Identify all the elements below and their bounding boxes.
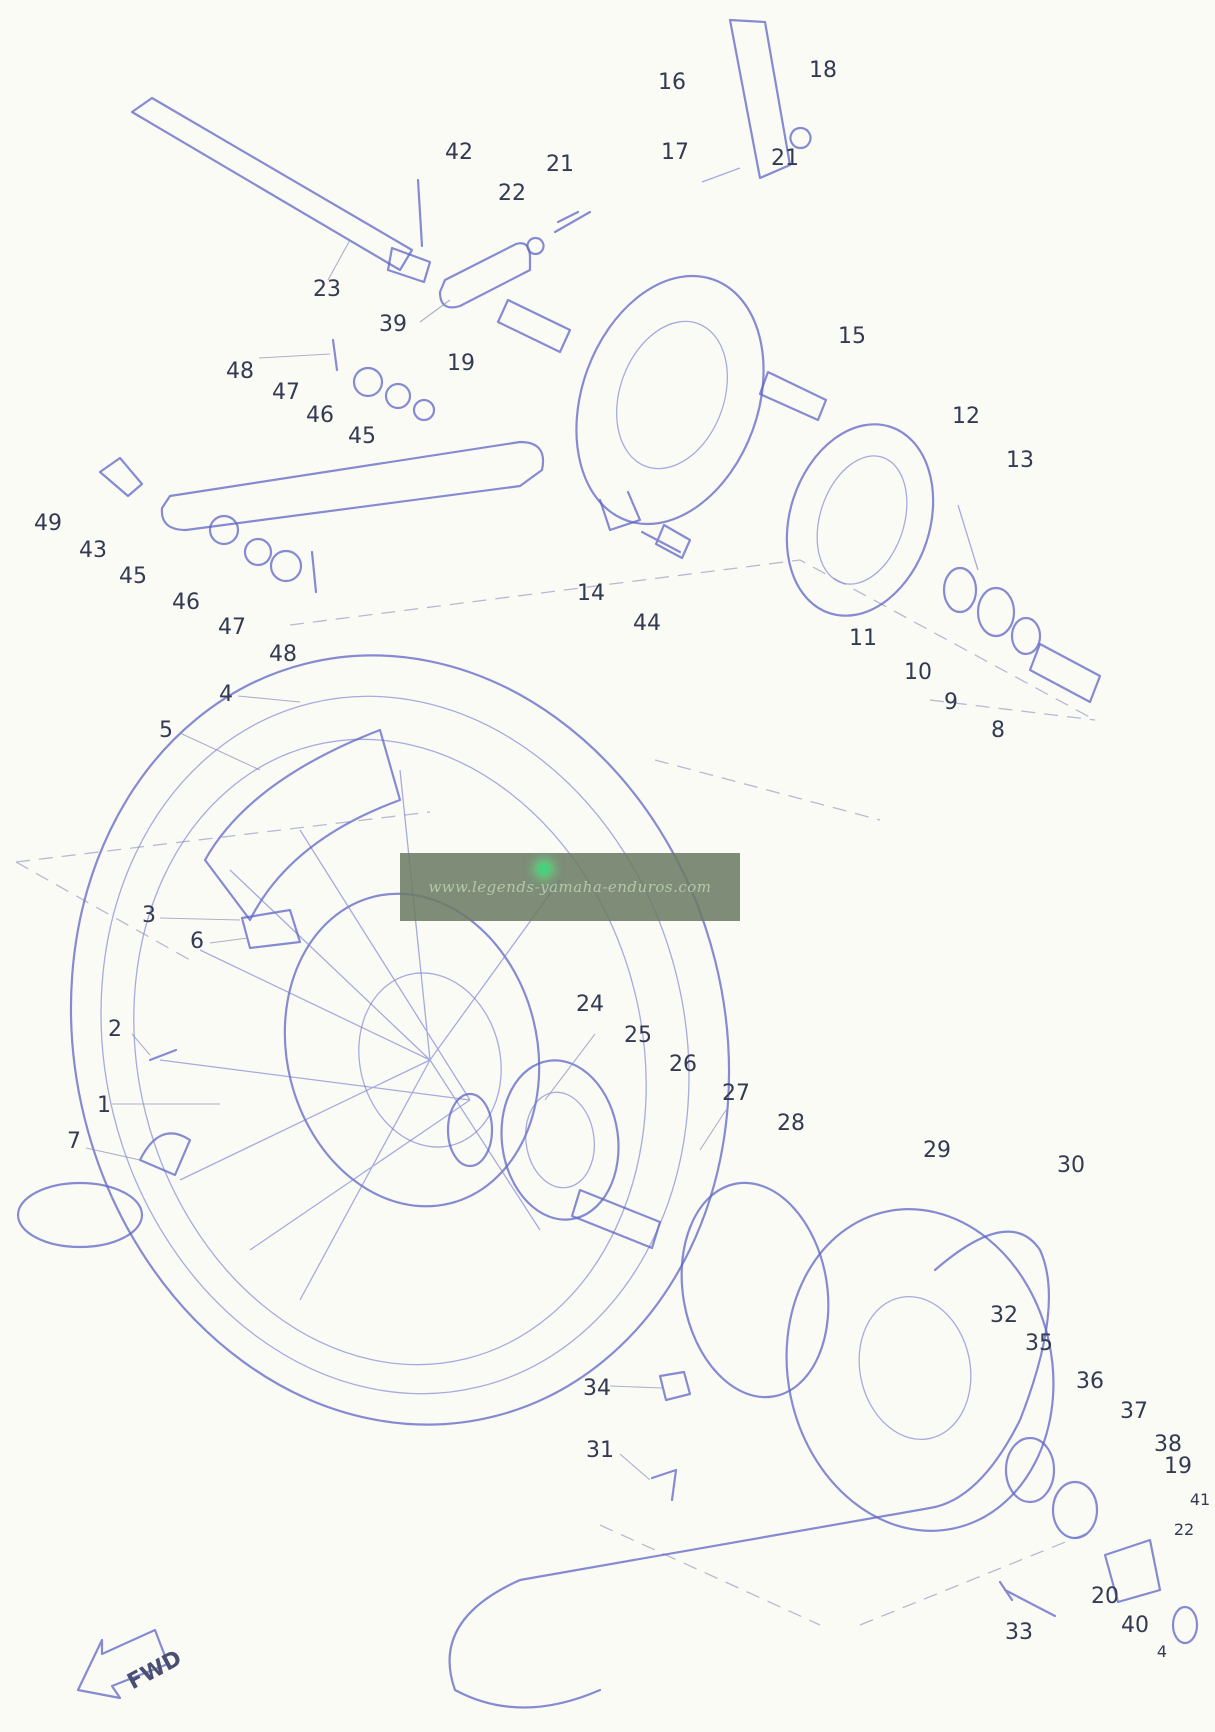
grease-nipple bbox=[98, 456, 144, 498]
callout-16: 16 bbox=[658, 70, 686, 95]
brake-cam bbox=[758, 370, 828, 422]
callout-33: 33 bbox=[1005, 1620, 1033, 1645]
callout-8: 8 bbox=[991, 718, 1005, 743]
chain-puller bbox=[1051, 1480, 1099, 1540]
callout-21-b: 21 bbox=[771, 146, 799, 171]
cotter-pin bbox=[416, 178, 424, 248]
axle-nut bbox=[1103, 1538, 1162, 1604]
callout-28: 28 bbox=[777, 1111, 805, 1136]
callout-10: 10 bbox=[904, 660, 932, 685]
hub-bearings bbox=[942, 566, 1042, 656]
callout-12: 12 bbox=[952, 404, 980, 429]
callout-2: 2 bbox=[108, 1017, 122, 1042]
sprocket-nut bbox=[658, 1370, 692, 1402]
assembly-guide-lines bbox=[15, 559, 1096, 1626]
hub-spacer bbox=[1028, 642, 1102, 704]
callout-27: 27 bbox=[722, 1081, 750, 1106]
tire-valve bbox=[138, 1132, 192, 1177]
callout-29: 29 bbox=[923, 1138, 951, 1163]
callout-17: 17 bbox=[661, 140, 689, 165]
callout-47-a: 47 bbox=[272, 380, 300, 405]
callout-21-a: 21 bbox=[546, 152, 574, 177]
callout-43: 43 bbox=[79, 538, 107, 563]
axle bbox=[130, 96, 432, 284]
watermark-glow bbox=[538, 863, 550, 875]
callout-19-b: 19 bbox=[1164, 1454, 1192, 1479]
spoke-nipple bbox=[148, 1048, 178, 1062]
oil-seal bbox=[446, 1092, 494, 1168]
callout-45-a: 45 bbox=[348, 424, 376, 449]
brake-shoes bbox=[785, 423, 935, 617]
callout-39: 39 bbox=[379, 312, 407, 337]
callout-13: 13 bbox=[1006, 448, 1034, 473]
chain-joint bbox=[650, 1468, 678, 1502]
callout-44: 44 bbox=[633, 611, 661, 636]
callout-49: 49 bbox=[34, 511, 62, 536]
panel-bolt bbox=[640, 523, 692, 560]
callout-26: 26 bbox=[669, 1052, 697, 1077]
callout-38: 38 bbox=[1154, 1432, 1182, 1457]
watermark-text: www.legends-yamaha-enduros.com bbox=[428, 878, 712, 896]
rear-sprocket bbox=[785, 1208, 1055, 1532]
chain-adjuster bbox=[438, 242, 532, 309]
callout-36: 36 bbox=[1076, 1369, 1104, 1394]
callout-18: 18 bbox=[809, 58, 837, 83]
callout-46-a: 46 bbox=[306, 403, 334, 428]
callout-3: 3 bbox=[142, 903, 156, 928]
callout-11: 11 bbox=[849, 626, 877, 651]
callout-14: 14 bbox=[577, 581, 605, 606]
callout-7: 7 bbox=[67, 1129, 81, 1154]
sprocket-bolt bbox=[998, 1580, 1057, 1618]
tire-section bbox=[16, 1181, 144, 1249]
callout-41: 41 bbox=[1189, 1490, 1211, 1509]
fwd-arrow-icon bbox=[76, 1628, 170, 1700]
callout-19-a: 19 bbox=[447, 351, 475, 376]
callout-35: 35 bbox=[1025, 1331, 1053, 1356]
link-hardware-lower bbox=[208, 514, 318, 594]
hub-damper bbox=[500, 1059, 620, 1221]
callout-37: 37 bbox=[1120, 1399, 1148, 1424]
rim-band bbox=[203, 728, 402, 922]
callout-46-b: 46 bbox=[172, 590, 200, 615]
link-hardware-upper bbox=[331, 338, 436, 422]
cotter-pin-rear bbox=[1171, 1605, 1199, 1645]
callout-4: 4 bbox=[219, 682, 233, 707]
callout-20: 20 bbox=[1091, 1584, 1119, 1609]
callout-5: 5 bbox=[159, 718, 173, 743]
callout-42: 42 bbox=[445, 140, 473, 165]
shoe-spring bbox=[957, 504, 979, 571]
callout-23: 23 bbox=[313, 277, 341, 302]
callout-1: 1 bbox=[97, 1093, 111, 1118]
callout-15: 15 bbox=[838, 324, 866, 349]
adjuster-bolt bbox=[526, 210, 592, 255]
callout-22-b: 22 bbox=[1173, 1520, 1195, 1539]
callout-48-b: 48 bbox=[269, 642, 297, 667]
sprocket-shaft bbox=[570, 1188, 662, 1250]
callout-25: 25 bbox=[624, 1023, 652, 1048]
callout-32: 32 bbox=[990, 1303, 1018, 1328]
callout-9: 9 bbox=[944, 690, 958, 715]
callout-34: 34 bbox=[583, 1376, 611, 1401]
callout-48-a: 48 bbox=[226, 359, 254, 384]
sprocket-hub bbox=[680, 1181, 830, 1399]
callout-24: 24 bbox=[576, 992, 604, 1017]
watermark-banner: www.legends-yamaha-enduros.com bbox=[400, 853, 740, 921]
drive-chain bbox=[448, 1230, 1051, 1709]
callout-40: 40 bbox=[1121, 1613, 1149, 1638]
callout-30: 30 bbox=[1057, 1153, 1085, 1178]
callout-6: 6 bbox=[190, 929, 204, 954]
callout-45-b: 45 bbox=[119, 564, 147, 589]
lock-washer bbox=[1004, 1436, 1056, 1504]
rear-wheel bbox=[69, 654, 731, 1426]
callout-31: 31 bbox=[586, 1438, 614, 1463]
callout-47-b: 47 bbox=[218, 615, 246, 640]
brake-panel bbox=[575, 274, 765, 532]
callout-22-a: 22 bbox=[498, 181, 526, 206]
spacer-collar bbox=[496, 298, 572, 354]
torque-rod bbox=[701, 18, 812, 183]
leader-lines bbox=[85, 239, 727, 1481]
callout-4-b: 4 bbox=[1156, 1642, 1168, 1661]
rear-arm-link bbox=[160, 440, 545, 532]
